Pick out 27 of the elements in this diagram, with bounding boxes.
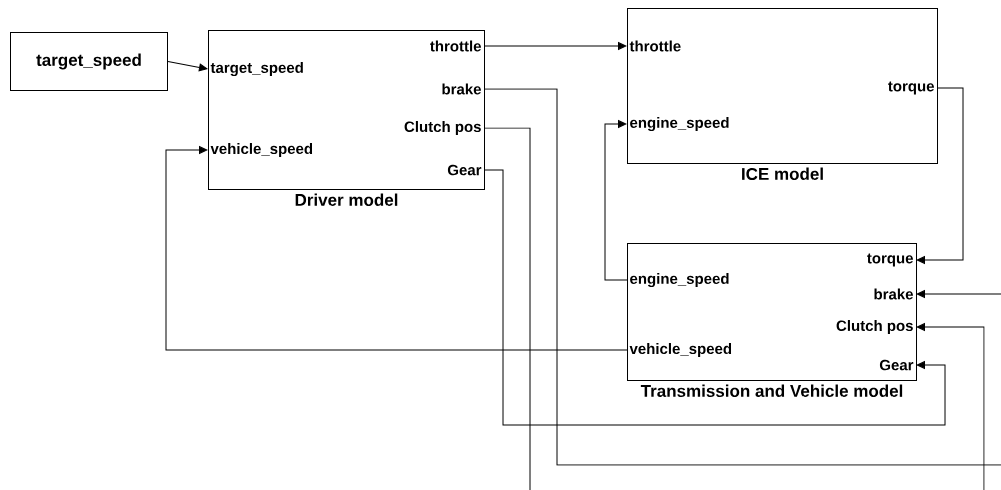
arrow [483, 127, 985, 490]
port-label: engine_speed [630, 273, 729, 288]
port-label: brake [442, 83, 481, 95]
port-label: vehicle_speed [629, 343, 732, 357]
port-label: torque [867, 253, 913, 267]
port-label: torque [888, 81, 934, 95]
arrow [167, 61, 208, 72]
arrow [483, 88, 1001, 466]
port-label: throttle [430, 40, 481, 52]
port-label: throttle [629, 40, 681, 52]
arrow [604, 120, 628, 281]
arrow [483, 169, 946, 426]
node-label: Driver model [295, 193, 398, 206]
port-label: Gear [447, 164, 482, 176]
arrow [165, 146, 628, 351]
port-label: vehicle_speed [210, 143, 313, 157]
arrow [483, 42, 627, 50]
port-label: Clutch pos [404, 121, 481, 135]
node-label: Transmission and Vehicle model [640, 384, 903, 397]
port-label: brake [874, 288, 913, 300]
node-label: ICE model [742, 167, 823, 180]
arrow [916, 87, 964, 264]
input-box: target_speed [10, 32, 168, 91]
port-label: target_speed [210, 62, 303, 77]
port-label: engine_speed [630, 117, 729, 132]
port-label: Clutch pos [836, 320, 913, 334]
port-label: Gear [879, 359, 914, 371]
